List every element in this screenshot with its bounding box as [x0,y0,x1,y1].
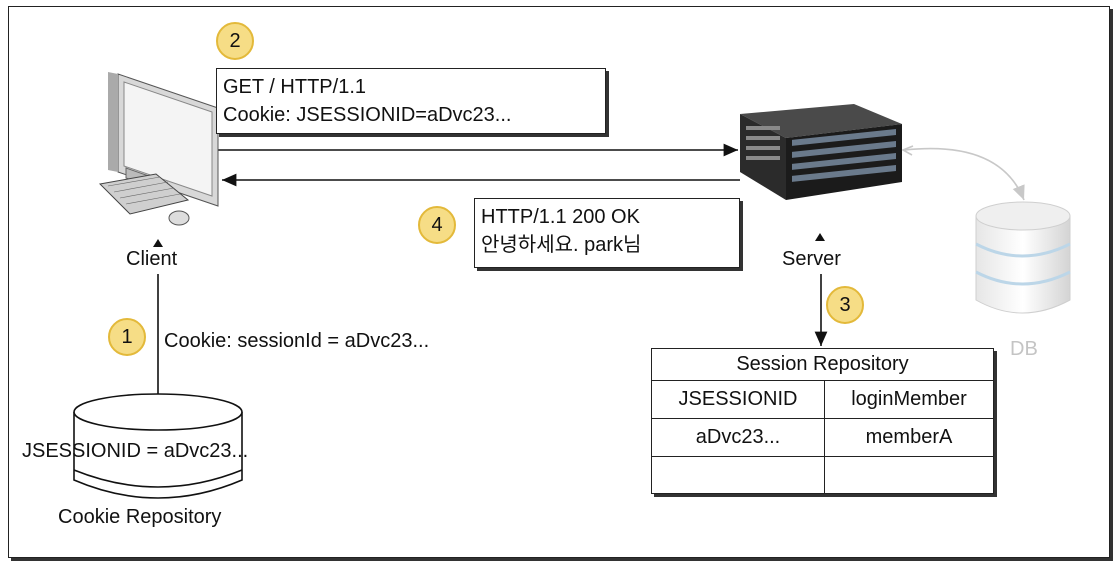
table-row [651,456,994,494]
server-db-arrow [904,147,1025,201]
request-line-2: Cookie: JSESSIONID=aDvc23... [223,104,512,126]
request-line-1: GET / HTTP/1.1 [223,76,366,98]
step-badge-4: 4 [418,206,456,244]
db-label: DB [1010,338,1038,360]
database-icon [975,201,1071,314]
step-badge-2: 2 [216,22,254,60]
session-header-jsessionid: JSESSIONID [651,380,825,419]
server-label-arrow [815,233,825,241]
request-message-box: GET / HTTP/1.1 Cookie: JSESSIONID=aDvc23… [216,68,606,134]
cookie-repository-label: Cookie Repository [58,506,222,528]
session-cell-empty-2 [824,456,994,494]
session-repository-title: Session Repository [651,348,994,381]
response-line-2: 안녕하세요. park님 [481,234,642,256]
step-badge-1: 1 [108,318,146,356]
client-label: Client [126,248,178,270]
computer-icon [98,72,219,226]
session-header-loginmember: loginMember [824,380,994,419]
server-icon [740,104,902,200]
step-badge-3: 3 [826,286,864,324]
session-repository-table: Session Repository JSESSIONID loginMembe… [651,348,994,494]
cookie-set-label: Cookie: sessionId = aDvc23... [164,330,430,352]
response-line-1: HTTP/1.1 200 OK [481,206,640,228]
server-label: Server [782,248,841,270]
session-cell-member: memberA [824,418,994,457]
client-label-arrow [153,239,163,247]
table-row: aDvc23... memberA [651,418,994,457]
session-cell-empty-1 [651,456,825,494]
cookie-value: JSESSIONID = aDvc23... [22,440,249,462]
session-cell-id: aDvc23... [651,418,825,457]
response-message-box: HTTP/1.1 200 OK 안녕하세요. park님 [474,198,740,268]
cookie-repository-cylinder [73,393,243,499]
